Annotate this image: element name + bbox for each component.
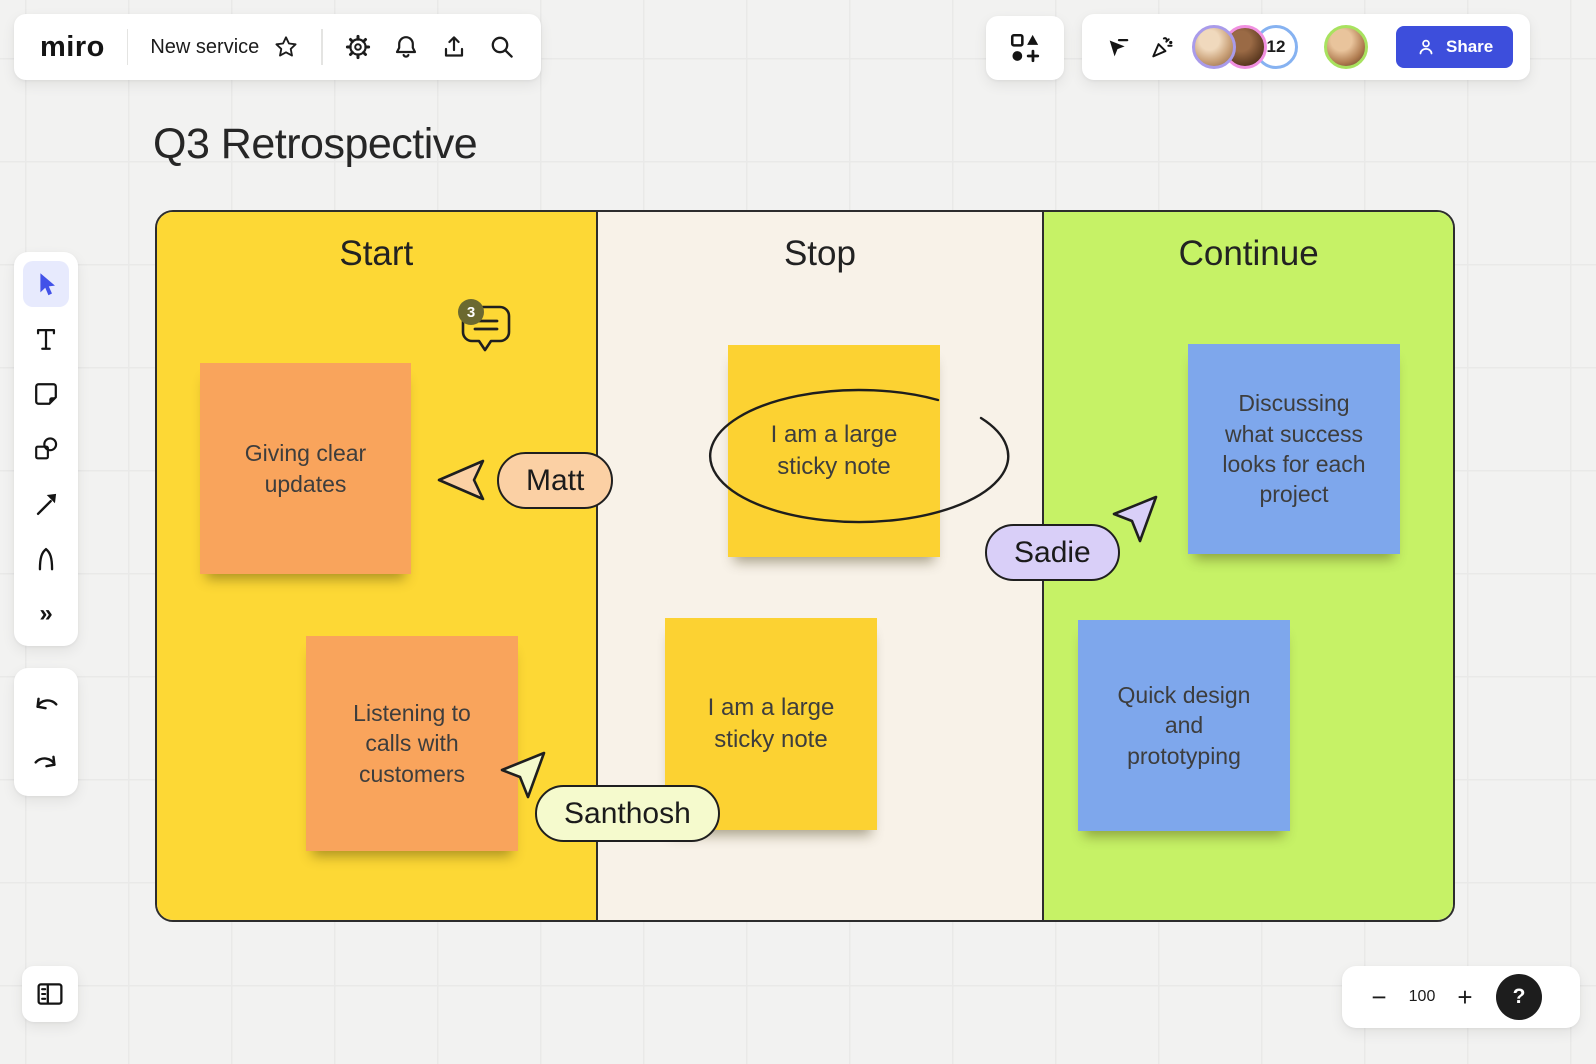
export-icon[interactable] [441,34,467,60]
notifications-icon[interactable] [393,34,419,60]
sidebar-panel-icon [37,983,63,1005]
zoom-controls: − 100 + ? [1342,966,1580,1028]
redo-icon [34,755,56,768]
zoom-level[interactable]: 100 [1408,988,1436,1005]
column-header: Stop [783,234,856,273]
cursor-label-matt: Matt [497,452,614,509]
arrow-icon [36,493,57,516]
zoom-in-button[interactable]: + [1448,977,1482,1017]
shapes-icon [35,437,58,460]
zoom-out-button[interactable]: − [1362,977,1396,1017]
sticky-note[interactable]: Discussing what success looks for each p… [1188,344,1400,554]
avatar[interactable] [1324,25,1368,69]
matt-cursor-icon [437,459,485,501]
pen-icon [38,547,54,571]
select-tool[interactable] [23,261,69,307]
panel-toggle-button[interactable] [22,966,78,1022]
santhosh-cursor-icon [500,751,546,799]
help-button[interactable]: ? [1496,974,1542,1020]
redo-button[interactable] [23,738,69,784]
undo-button[interactable] [23,680,69,726]
text-tool[interactable] [23,316,69,362]
comment-count-badge[interactable]: 3 [458,299,484,325]
sticky-note[interactable]: Giving clear updates [200,363,411,574]
sticky-note-tool[interactable] [23,371,69,417]
sticky-note[interactable]: Listening to calls with customers [306,636,518,851]
shapes-tool[interactable] [23,426,69,472]
sticky-note[interactable]: Quick design and prototyping [1078,620,1290,831]
miro-logo[interactable]: miro [40,30,105,63]
select-cursor-icon [40,273,55,296]
search-icon[interactable] [489,34,515,60]
apps-picker-icon [1010,33,1040,63]
toolbar-divider [126,29,129,65]
frame-title[interactable]: Q3 Retrospective [153,120,478,168]
main-toolbar: miro New service [14,14,541,80]
more-tools[interactable]: » [23,591,69,637]
star-icon[interactable] [273,34,299,60]
settings-icon[interactable] [345,34,371,60]
sticky-note-icon [35,383,57,405]
sticky-note[interactable]: I am a large sticky note [728,345,940,557]
cursor-label-sadie: Sadie [985,524,1120,581]
toolbar-divider [321,29,323,65]
share-button[interactable]: Share [1396,26,1514,68]
avatar[interactable] [1192,25,1236,69]
collaborator-avatars[interactable]: 12 [1192,25,1298,69]
cursor-label-santhosh: Santhosh [535,785,720,842]
tool-rail: » [14,252,78,646]
arrow-tool[interactable] [23,481,69,527]
person-icon [1419,39,1433,55]
sadie-cursor-icon [1112,495,1158,543]
column-header: Start [339,234,414,273]
confetti-icon[interactable] [1148,34,1174,60]
column-header: Continue [1178,234,1319,273]
undo-icon [36,697,58,710]
history-controls [14,668,78,796]
apps-picker-button[interactable] [986,16,1064,80]
pen-tool[interactable] [23,536,69,582]
board-name[interactable]: New service [150,35,260,58]
chevron-double-right-icon: » [39,600,53,627]
text-icon [36,329,56,350]
share-button-label: Share [1446,37,1494,56]
collaborator-cursors-icon[interactable] [1104,34,1130,60]
collaboration-bar: 12 Share [1082,14,1530,80]
